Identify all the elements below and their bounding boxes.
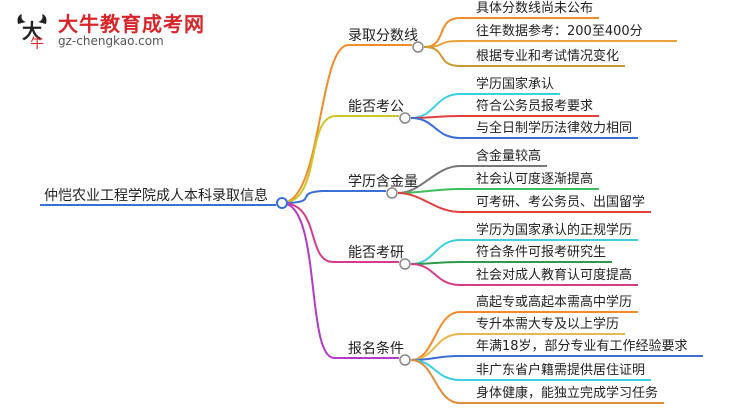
branch-node-dot[interactable] bbox=[399, 354, 411, 366]
logo-title: 大牛教育成考网 bbox=[58, 12, 205, 36]
svg-text:大: 大 bbox=[22, 19, 42, 43]
leaf-node-label: 学历国家承认 bbox=[476, 77, 555, 92]
branch-node-dot[interactable] bbox=[399, 112, 411, 124]
branch-node-label: 能否考研 bbox=[348, 245, 404, 261]
leaf-node-label: 非广东省户籍需提供居住证明 bbox=[476, 363, 646, 378]
branch-connector bbox=[281, 44, 412, 204]
leaf-connector bbox=[397, 192, 651, 213]
leaf-node-label: 具体分数线尚未公布 bbox=[476, 1, 594, 16]
leaf-node-label: 年满18岁，部分专业有工作经验要求 bbox=[476, 339, 688, 354]
leaf-node-label: 可考研、考公务员、出国留学 bbox=[476, 195, 646, 210]
branch-connector bbox=[281, 202, 399, 264]
leaf-connector bbox=[410, 263, 638, 286]
branch-node-label: 报名条件 bbox=[348, 341, 404, 357]
branch-node-dot[interactable] bbox=[386, 187, 398, 199]
branch-node-label: 学历含金量 bbox=[348, 174, 418, 190]
branch-node-label: 能否考公 bbox=[348, 99, 404, 115]
leaf-node-label: 学历为国家承认的正规学历 bbox=[476, 223, 633, 238]
logo-url: gz-chengkao.com bbox=[58, 34, 164, 48]
leaf-node-label: 含金量较高 bbox=[476, 149, 542, 164]
leaf-node-label: 与全日制学历法律效力相同 bbox=[476, 121, 633, 136]
branch-node-dot[interactable] bbox=[412, 41, 424, 53]
branch-connector bbox=[281, 202, 399, 360]
branch-node-dot[interactable] bbox=[399, 258, 411, 270]
leaf-connector bbox=[410, 117, 638, 139]
site-logo[interactable]: 大 牛 大牛教育成考网 gz-chengkao.com bbox=[6, 6, 246, 54]
leaf-node-label: 符合条件可报考研究生 bbox=[476, 245, 607, 260]
leaf-node-label: 社会认可度逐渐提高 bbox=[476, 172, 594, 187]
leaf-node-label: 符合公务员报考要求 bbox=[476, 99, 594, 114]
leaf-node-label: 身体健康，能独立完成学习任务 bbox=[476, 386, 659, 401]
leaf-node-label: 根据专业和考试情况变化 bbox=[476, 49, 620, 64]
svg-text:牛: 牛 bbox=[30, 36, 44, 50]
leaf-node-label: 社会对成人教育认可度提高 bbox=[476, 268, 633, 283]
root-node-label: 仲恺农业工程学院成人本科录取信息 bbox=[44, 188, 268, 204]
bull-logo-icon: 大 牛 bbox=[17, 14, 47, 50]
branch-connector bbox=[281, 115, 399, 204]
leaf-connector bbox=[410, 359, 664, 404]
branch-connector bbox=[281, 190, 386, 204]
branch-node-label: 录取分数线 bbox=[348, 28, 418, 44]
leaf-node-label: 专升本需大专及以上学历 bbox=[476, 317, 620, 332]
leaf-node-label: 往年数据参考：200至400分 bbox=[476, 24, 643, 39]
leaf-connector bbox=[423, 46, 625, 67]
root-node-dot[interactable] bbox=[276, 197, 288, 209]
leaf-node-label: 高起专或高起本需高中学历 bbox=[476, 295, 633, 310]
